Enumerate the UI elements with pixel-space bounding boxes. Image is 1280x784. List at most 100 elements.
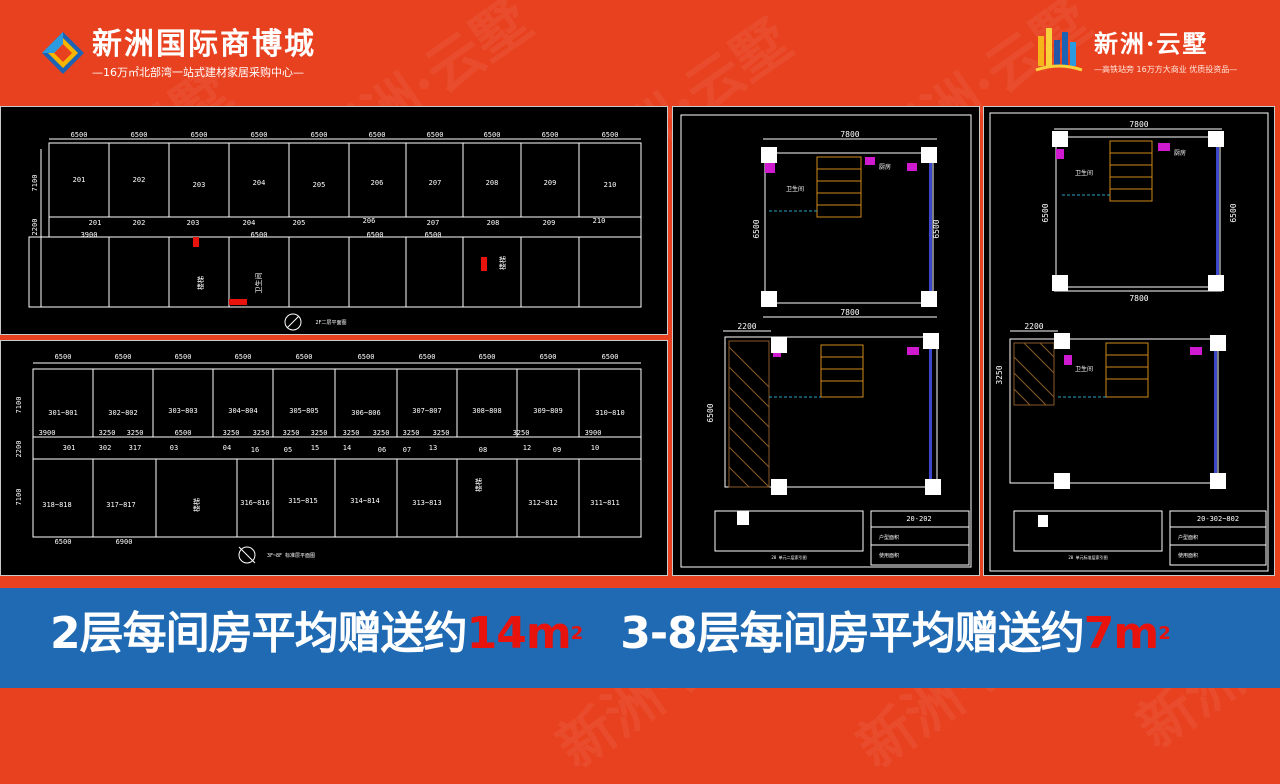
room-label: 206 bbox=[363, 217, 376, 225]
dim-label: 3250 bbox=[373, 429, 390, 437]
room-label: 302~802 bbox=[108, 409, 138, 417]
room-label: 312~812 bbox=[528, 499, 558, 507]
room-label: 311~811 bbox=[590, 499, 620, 507]
room-label: 209 bbox=[544, 179, 557, 187]
dim-label: 6500 bbox=[251, 131, 268, 139]
dim-label: 6500 bbox=[542, 131, 559, 139]
dim-label: 7100 bbox=[31, 175, 39, 192]
table-row-label: 使用面积 bbox=[879, 552, 899, 559]
dim-label: 7800 bbox=[1129, 294, 1148, 303]
room-label: 204 bbox=[253, 179, 266, 187]
dim-label: 6500 bbox=[55, 538, 72, 546]
dim-label: 3900 bbox=[81, 231, 98, 239]
unit-plan-3f-8f: 7800 6500 6500 7800 2200 3250 卫生间 卫生间 厨房… bbox=[983, 106, 1275, 576]
dim-label: 6500 bbox=[419, 353, 436, 361]
dim-label: 6500 bbox=[296, 353, 313, 361]
floor-plan-3f-drawing: 6500 6500 6500 6500 6500 6500 6500 6500 … bbox=[15, 353, 642, 564]
room-label: 06 bbox=[378, 446, 386, 454]
key-caption: 20 单元二层索引图 bbox=[771, 554, 806, 560]
project-logo-icon bbox=[1035, 28, 1083, 72]
room-label: 317 bbox=[129, 444, 142, 452]
room-label: 201 bbox=[73, 176, 86, 184]
bonus-3f-8f-unit-sup: 2 bbox=[1158, 623, 1170, 644]
stair-label: 楼梯 bbox=[498, 256, 507, 270]
dim-label: 6500 bbox=[175, 353, 192, 361]
bonus-2f-number: 14 bbox=[466, 608, 527, 659]
stair-label: 楼梯 bbox=[474, 478, 483, 492]
room-label: 16 bbox=[251, 446, 259, 454]
room-label: 210 bbox=[604, 181, 617, 189]
dim-label: 6500 bbox=[71, 131, 88, 139]
bonus-2f-unit: m bbox=[525, 608, 572, 659]
dim-label: 6500 bbox=[932, 219, 941, 238]
bonus-banner bbox=[0, 588, 1280, 688]
dim-label: 3250 bbox=[513, 429, 530, 437]
dim-label: 6500 bbox=[251, 231, 268, 239]
dim-label: 6900 bbox=[116, 538, 133, 546]
room-label: 309~809 bbox=[533, 407, 563, 415]
dim-label: 3250 bbox=[311, 429, 328, 437]
dim-label: 3250 bbox=[283, 429, 300, 437]
room-label: 05 bbox=[284, 446, 292, 454]
dim-label: 3900 bbox=[585, 429, 602, 437]
floor-plan-2f: 6500 6500 6500 6500 6500 6500 6500 6500 … bbox=[0, 106, 668, 335]
wc-label: 卫生间 bbox=[1075, 365, 1093, 373]
room-label: 313~813 bbox=[412, 499, 442, 507]
bonus-3f-8f-unit: m bbox=[1113, 608, 1159, 659]
kitchen-label: 厨房 bbox=[879, 163, 891, 171]
room-label: 10 bbox=[591, 444, 599, 452]
dim-label: 6500 bbox=[484, 131, 501, 139]
dim-label: 3250 bbox=[253, 429, 270, 437]
room-label: 15 bbox=[311, 444, 319, 452]
project-subtitle: —高铁站旁 16万方大商业 优质投资品— bbox=[1094, 65, 1238, 74]
dim-label: 6500 bbox=[358, 353, 375, 361]
room-label: 201 bbox=[89, 219, 102, 227]
room-label: 302 bbox=[99, 444, 112, 452]
room-label: 09 bbox=[553, 446, 561, 454]
table-row-label: 户型面积 bbox=[1178, 534, 1198, 541]
dim-label: 6500 bbox=[235, 353, 252, 361]
plan-caption: 2F二层平面图 bbox=[315, 320, 346, 326]
room-label: 305~805 bbox=[289, 407, 319, 415]
unit-code: 20-202 bbox=[906, 515, 931, 523]
dim-label: 6500 bbox=[752, 219, 761, 238]
floor-plan-3f-8f: 6500 6500 6500 6500 6500 6500 6500 6500 … bbox=[0, 340, 668, 576]
wc-label: 卫生间 bbox=[1075, 169, 1093, 177]
dim-label: 2200 bbox=[15, 441, 23, 458]
dim-label: 3250 bbox=[433, 429, 450, 437]
kitchen-label: 厨房 bbox=[1174, 149, 1186, 157]
room-label: 301~801 bbox=[48, 409, 78, 417]
dim-label: 6500 bbox=[602, 353, 619, 361]
room-label: 03 bbox=[170, 444, 178, 452]
plan-caption: 3F~8F 标准层平面图 bbox=[267, 552, 315, 559]
dim-label: 7100 bbox=[15, 397, 23, 414]
dim-label: 6500 bbox=[1229, 203, 1238, 222]
stair-label: 楼梯 bbox=[196, 276, 205, 290]
table-row-label: 使用面积 bbox=[1178, 552, 1198, 559]
dim-label: 6500 bbox=[311, 131, 328, 139]
room-label: 208 bbox=[487, 219, 500, 227]
room-label: 205 bbox=[293, 219, 306, 227]
room-label: 08 bbox=[479, 446, 487, 454]
room-label: 308~808 bbox=[472, 407, 502, 415]
room-label: 210 bbox=[593, 217, 606, 225]
dim-label: 6500 bbox=[425, 231, 442, 239]
dim-label: 2200 bbox=[737, 322, 756, 331]
room-label: 304~804 bbox=[228, 407, 258, 415]
room-label: 310~810 bbox=[595, 409, 625, 417]
room-label: 202 bbox=[133, 176, 146, 184]
stair-label: 楼梯 bbox=[192, 498, 201, 512]
dim-label: 3250 bbox=[343, 429, 360, 437]
dim-label: 3900 bbox=[39, 429, 56, 437]
room-label: 316~816 bbox=[240, 499, 270, 507]
wc-label: 卫生间 bbox=[254, 273, 263, 294]
brand-title: 新洲国际商博城 bbox=[92, 27, 316, 62]
brand-subtitle: —16万㎡北部湾一站式建材家居采购中心— bbox=[92, 66, 304, 79]
room-label: 07 bbox=[403, 446, 411, 454]
room-label: 317~817 bbox=[106, 501, 136, 509]
dim-label: 6500 bbox=[1041, 203, 1050, 222]
dim-label: 6500 bbox=[131, 131, 148, 139]
room-label: 13 bbox=[429, 444, 437, 452]
room-label: 202 bbox=[133, 219, 146, 227]
